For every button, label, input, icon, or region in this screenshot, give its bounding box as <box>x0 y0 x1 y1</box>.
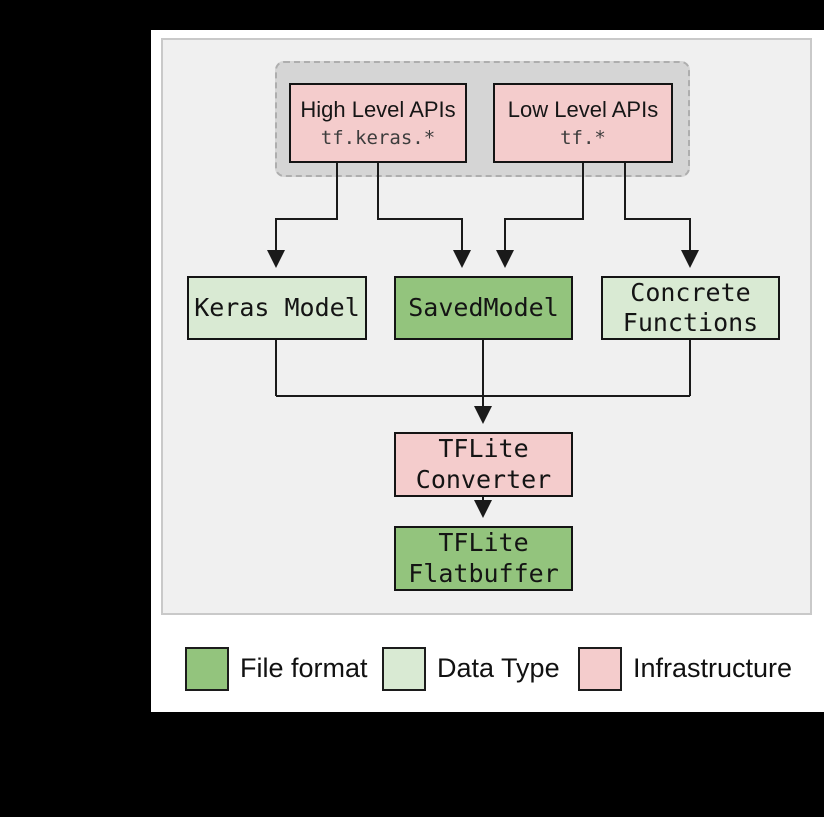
data-type-label: Data Type <box>437 653 560 683</box>
node-tflite-flatbuffer: TFLite Flatbuffer <box>394 526 573 591</box>
file-format-label: File format <box>240 653 368 683</box>
node-keras-model: Keras Model <box>187 276 367 340</box>
node-high-level-apis: High Level APIs tf.keras.* <box>289 83 467 163</box>
node-concrete-functions: Concrete Functions <box>601 276 780 340</box>
concrete-functions-line2: Functions <box>622 308 759 337</box>
tflite-converter-line1: TFLite <box>438 434 529 463</box>
keras-model-label: Keras Model <box>194 292 360 322</box>
concrete-functions-line1: Concrete <box>630 277 751 307</box>
tflite-converter-line2: Converter <box>415 464 552 494</box>
low-level-apis-title: Low Level APIs <box>507 97 659 123</box>
legend-item-infrastructure: Infrastructure <box>578 646 792 691</box>
node-saved-model: SavedModel <box>394 276 573 340</box>
infrastructure-swatch <box>578 646 622 691</box>
saved-model-label: SavedModel <box>408 292 559 322</box>
high-level-apis-subtitle: tf.keras.* <box>320 126 436 149</box>
high-level-apis-title: High Level APIs <box>300 97 456 123</box>
low-level-apis-subtitle: tf.* <box>560 126 606 149</box>
file-format-swatch <box>185 646 229 691</box>
legend-item-file-format: File format <box>185 646 368 691</box>
infrastructure-label: Infrastructure <box>633 653 793 683</box>
node-low-level-apis: Low Level APIs tf.* <box>493 83 673 163</box>
legend-item-data-type: Data Type <box>382 646 560 691</box>
tflite-flatbuffer-line1: TFLite <box>438 528 529 557</box>
data-type-swatch <box>382 646 426 691</box>
tflite-flatbuffer-line2: Flatbuffer <box>408 558 559 588</box>
node-tflite-converter: TFLite Converter <box>394 432 573 497</box>
